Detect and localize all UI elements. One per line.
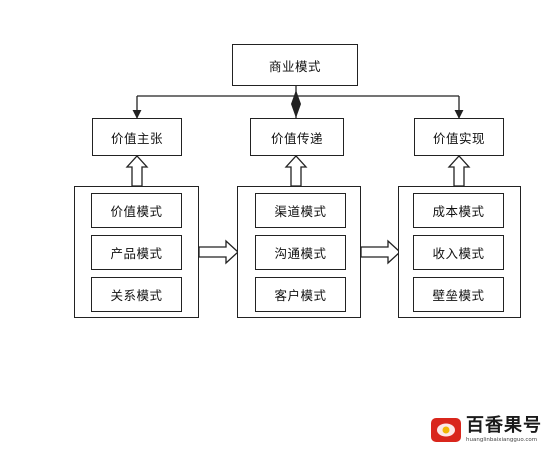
item-label: 收入模式 — [432, 246, 485, 261]
header-box-value-delivery: 价值传递 — [250, 118, 344, 156]
item-label: 沟通模式 — [274, 246, 327, 261]
passionfruit-logo-icon — [431, 418, 461, 442]
item-label: 成本模式 — [432, 204, 485, 219]
item-box-col2-3: 客户模式 — [255, 277, 346, 312]
top-box-business-model: 商业模式 — [232, 44, 358, 86]
item-box-col3-2: 收入模式 — [413, 235, 504, 270]
watermark-text: 百香果号 huanglinbaixiangguo.com — [466, 414, 542, 444]
hollow-right-arrow-1 — [198, 239, 239, 265]
header-label-col3: 价值实现 — [432, 130, 485, 146]
item-box-col3-1: 成本模式 — [413, 193, 504, 228]
header-box-value-proposition: 价值主张 — [92, 118, 182, 156]
watermark-logo: 百香果号 huanglinbaixiangguo.com — [431, 410, 548, 450]
hollow-up-arrow-col1 — [125, 155, 149, 187]
header-label-col1: 价值主张 — [110, 130, 163, 146]
watermark-url: huanglinbaixiangguo.com — [466, 436, 538, 443]
diamond-connector — [291, 90, 301, 118]
watermark-name: 百香果号 — [466, 414, 542, 436]
item-label: 产品模式 — [110, 246, 163, 261]
item-box-col2-2: 沟通模式 — [255, 235, 346, 270]
hollow-right-arrow-2 — [360, 239, 401, 265]
item-label: 壁垒模式 — [432, 288, 485, 303]
item-box-col1-1: 价值模式 — [91, 193, 182, 228]
hollow-up-arrow-col3 — [447, 155, 471, 187]
item-box-col1-2: 产品模式 — [91, 235, 182, 270]
item-box-col1-3: 关系模式 — [91, 277, 182, 312]
item-box-col3-3: 壁垒模式 — [413, 277, 504, 312]
item-label: 关系模式 — [110, 288, 163, 303]
top-box-label: 商业模式 — [268, 58, 321, 74]
item-label: 渠道模式 — [274, 204, 327, 219]
hollow-up-arrow-col2 — [284, 155, 308, 187]
header-label-col2: 价值传递 — [270, 130, 323, 146]
item-label: 客户模式 — [274, 288, 327, 303]
item-box-col2-1: 渠道模式 — [255, 193, 346, 228]
item-label: 价值模式 — [110, 204, 163, 219]
header-box-value-realization: 价值实现 — [414, 118, 504, 156]
